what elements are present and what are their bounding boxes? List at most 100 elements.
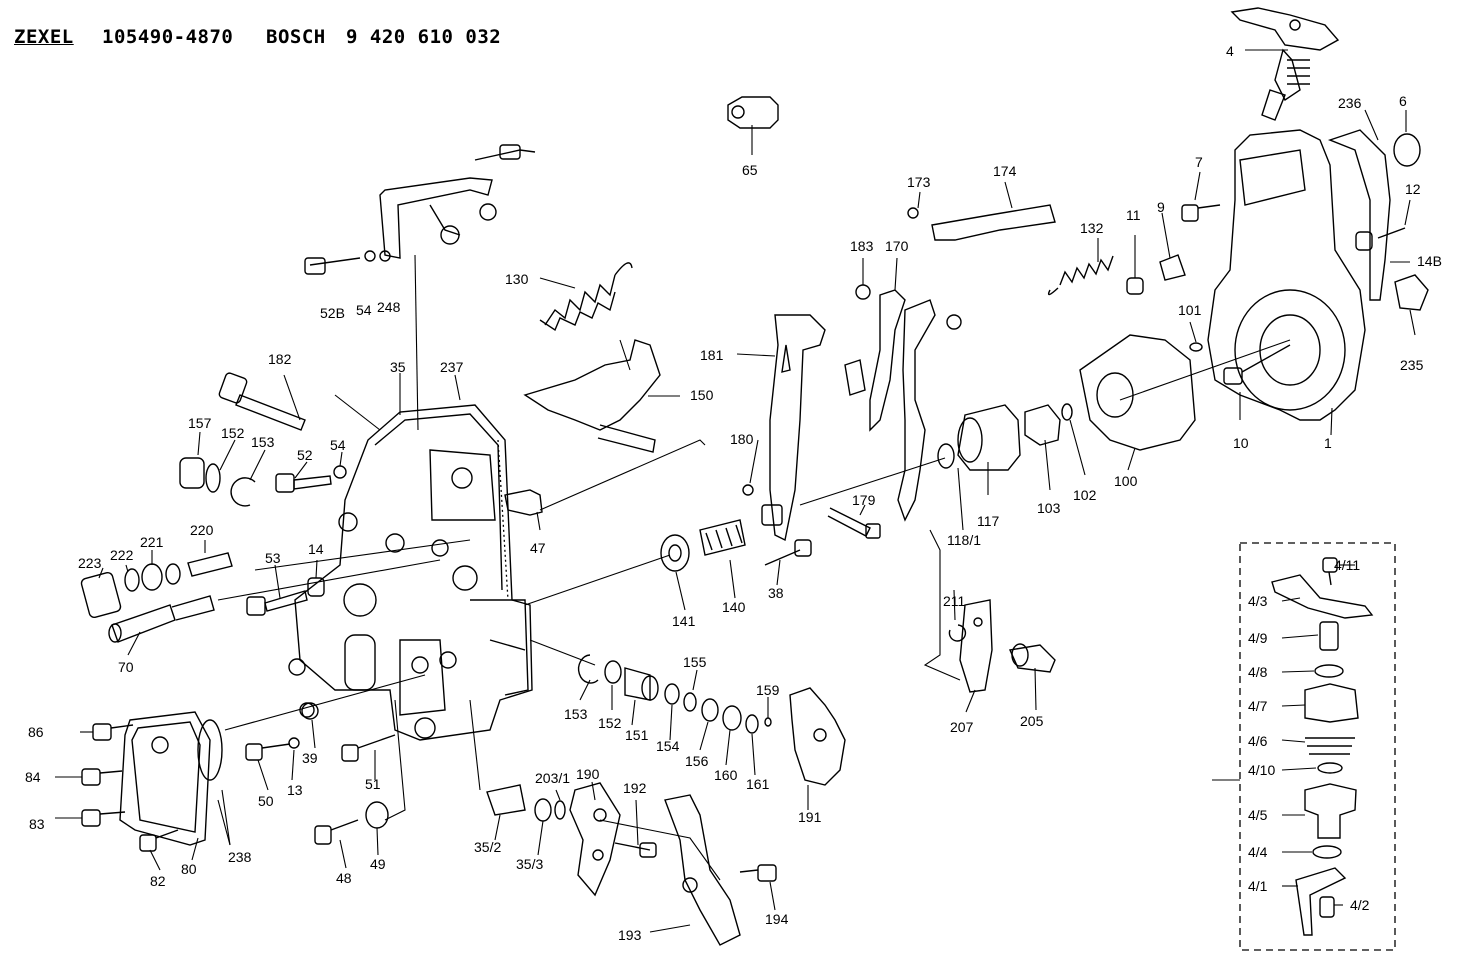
callout-label: 4/8 xyxy=(1248,664,1268,680)
header-brand-zexel: ZEXEL xyxy=(14,26,74,48)
callout-label: 150 xyxy=(690,387,714,403)
callout-label: 203/1 xyxy=(535,770,570,786)
callout-label: 86 xyxy=(28,724,44,740)
callout-label: 207 xyxy=(950,719,974,735)
callout-label: 118/1 xyxy=(947,532,981,548)
callout-label: 183 xyxy=(850,238,874,254)
callout-label: 4/10 xyxy=(1248,762,1275,778)
callout-label: 53 xyxy=(265,550,281,566)
callout-label: 4/7 xyxy=(1248,698,1268,714)
callout-label: 35 xyxy=(390,359,406,375)
lower-bolts xyxy=(245,702,396,845)
callout-label: 152 xyxy=(221,425,245,441)
callout-label: 248 xyxy=(377,299,401,315)
callout-label: 70 xyxy=(118,659,134,675)
callout-label: 155 xyxy=(683,654,707,670)
callout-label: 223 xyxy=(78,555,102,571)
bolt-182 xyxy=(218,372,306,431)
callout-label: 54 xyxy=(356,302,372,318)
callout-label: 65 xyxy=(742,162,758,178)
shaft-seal-group xyxy=(577,654,846,786)
flyweight-group xyxy=(937,334,1196,471)
callout-label: 83 xyxy=(29,816,45,832)
callout-label: 130 xyxy=(505,271,529,287)
header-part-bosch: 9 420 610 032 xyxy=(346,26,502,48)
callout-label: 140 xyxy=(722,599,746,615)
callout-label: 4/4 xyxy=(1248,844,1268,860)
callout-label: 84 xyxy=(25,769,41,785)
callout-label: 181 xyxy=(700,347,724,363)
callout-label: 174 xyxy=(993,163,1017,179)
callout-label: 51 xyxy=(365,776,381,792)
upper-bracket xyxy=(304,144,536,275)
lever-170 xyxy=(844,204,1056,522)
nut-65 xyxy=(727,96,779,129)
callout-label: 35/3 xyxy=(516,856,543,872)
callout-label: 153 xyxy=(251,434,275,450)
callout-label: 4/2 xyxy=(1350,897,1370,913)
callout-label: 220 xyxy=(190,522,214,538)
callout-label: 182 xyxy=(268,351,292,367)
header-part-zexel: 105490-4870 xyxy=(102,26,234,48)
callout-label: 38 xyxy=(768,585,784,601)
callout-label: 11 xyxy=(1126,207,1141,223)
callout-label: 4/1 xyxy=(1248,878,1268,894)
spring-132 xyxy=(1047,204,1221,352)
callout-label: 238 xyxy=(228,849,252,865)
callout-label: 9 xyxy=(1157,199,1165,215)
governor-cover xyxy=(1207,129,1429,421)
callout-label: 191 xyxy=(798,809,822,825)
callout-label: 35/2 xyxy=(474,839,501,855)
callout-label: 173 xyxy=(907,174,931,190)
callout-label: 4/5 xyxy=(1248,807,1268,823)
callout-label: 14 xyxy=(308,541,324,557)
callout-label: 211 xyxy=(943,593,966,609)
callout-label: 132 xyxy=(1080,220,1104,236)
callout-label: 237 xyxy=(440,359,464,375)
callout-label: 49 xyxy=(370,856,386,872)
callout-label: 154 xyxy=(656,738,680,754)
callout-label: 12 xyxy=(1405,181,1421,197)
callout-label: 48 xyxy=(336,870,352,886)
callout-label: 39 xyxy=(302,750,318,766)
callout-label: 47 xyxy=(530,540,546,556)
callout-label: 205 xyxy=(1020,713,1044,729)
callout-label: 50 xyxy=(258,793,274,809)
callout-label: 14B xyxy=(1417,253,1442,269)
callout-label: 100 xyxy=(1114,473,1138,489)
bolt-53 xyxy=(246,577,325,616)
callout-label: 151 xyxy=(625,727,649,743)
callout-label: 52B xyxy=(320,305,345,321)
callout-label: 141 xyxy=(672,613,696,629)
stop-lever-4 xyxy=(1230,7,1340,121)
lever-181 xyxy=(660,314,881,572)
callout-label: 235 xyxy=(1400,357,1424,373)
callout-label: 153 xyxy=(564,706,588,722)
callout-label: 102 xyxy=(1073,487,1097,503)
callout-label: 54 xyxy=(330,437,346,453)
callout-label: 1 xyxy=(1324,435,1332,451)
callout-label: 7 xyxy=(1195,154,1203,170)
callout-label: 13 xyxy=(287,782,303,798)
callout-label: 103 xyxy=(1037,500,1061,516)
callout-label: 179 xyxy=(852,492,876,508)
callout-label: 221 xyxy=(140,534,164,550)
callout-label: 222 xyxy=(110,547,134,563)
callout-label: 159 xyxy=(756,682,780,698)
callout-label: 80 xyxy=(181,861,197,877)
callout-label: 10 xyxy=(1233,435,1249,451)
leader-lines xyxy=(55,49,1416,933)
callout-label: 194 xyxy=(765,911,789,927)
pump-housing xyxy=(288,404,533,741)
callout-label: 4/3 xyxy=(1248,593,1268,609)
plug-47 xyxy=(504,489,543,516)
callout-label: 52 xyxy=(297,447,313,463)
callout-label: 6 xyxy=(1399,93,1407,109)
cap-157-group xyxy=(179,457,256,507)
callout-label: 190 xyxy=(576,766,600,782)
assembly-4-sub xyxy=(1239,542,1396,951)
callout-label: 236 xyxy=(1338,95,1362,111)
